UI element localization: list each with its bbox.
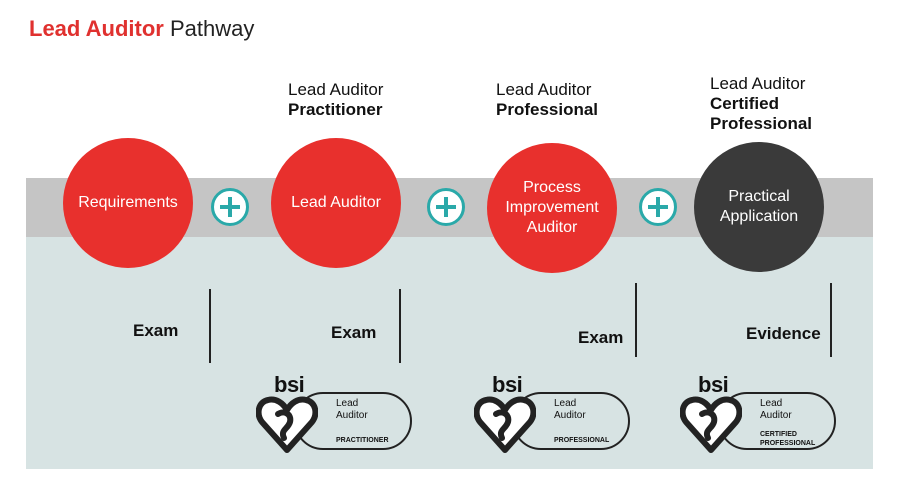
stage-label-exam: Exam	[133, 321, 179, 340]
circle-requirements: Requirements	[63, 138, 193, 268]
bsi-logo-text: bsi	[492, 372, 523, 397]
heading-line1: Lead Auditor	[496, 80, 592, 99]
heading-line2: Professional	[496, 100, 599, 119]
circle-process-improvement-auditor: Process Improvement Auditor	[487, 143, 617, 273]
circle-label: Practical Application	[719, 188, 799, 225]
divider	[635, 283, 637, 357]
badge-line1: Lead	[760, 398, 783, 409]
heading-line2: Certified Professional	[710, 94, 813, 133]
bsi-logo-text: bsi	[274, 372, 305, 397]
divider	[399, 289, 401, 363]
stage-label-exam: Exam	[331, 323, 377, 342]
badge-level: PRACTITIONER	[336, 437, 389, 444]
badge-line1: Lead	[336, 398, 359, 409]
bsi-badge-certified-professional: bsi Lead Auditor CERTIFIED PROFESSIONAL	[680, 372, 840, 456]
badge-line2: Auditor	[336, 410, 368, 421]
heading-certified-professional: Lead Auditor Certified Professional	[710, 74, 830, 134]
bsi-kitemark-icon	[680, 396, 742, 453]
bsi-logo-text: bsi	[698, 372, 729, 397]
bsi-kitemark-icon	[256, 396, 318, 453]
circle-label: Requirements	[78, 194, 178, 211]
title-bold: Lead Auditor	[29, 16, 164, 41]
plus-icon	[427, 188, 465, 226]
circle-practical-application: Practical Application	[694, 142, 824, 272]
divider	[830, 283, 832, 357]
heading-line1: Lead Auditor	[710, 74, 806, 93]
heading-line2: Practitioner	[288, 100, 383, 119]
badge-level: PROFESSIONAL	[554, 437, 610, 444]
heading-practitioner: Lead Auditor Practitioner	[288, 80, 383, 120]
heading-line1: Lead Auditor	[288, 80, 384, 99]
plus-icon	[639, 188, 677, 226]
circle-label: Lead Auditor	[291, 194, 381, 211]
badge-line1: Lead	[554, 398, 577, 409]
circle-label: Process Improvement Auditor	[505, 179, 599, 236]
badge-line2: Auditor	[554, 410, 586, 421]
bsi-badge-professional: bsi Lead Auditor PROFESSIONAL	[474, 372, 634, 456]
stage-label-evidence: Evidence	[746, 324, 821, 343]
bsi-kitemark-icon	[474, 396, 536, 453]
circle-lead-auditor: Lead Auditor	[271, 138, 401, 268]
divider	[209, 289, 211, 363]
badge-line2: Auditor	[760, 410, 792, 421]
bsi-badge-practitioner: bsi Lead Auditor PRACTITIONER	[256, 372, 416, 456]
page-title: Lead Auditor Pathway	[29, 16, 254, 42]
heading-professional: Lead Auditor Professional	[496, 80, 598, 120]
plus-icon	[211, 188, 249, 226]
badge-level: CERTIFIED PROFESSIONAL	[760, 431, 816, 447]
title-light: Pathway	[169, 16, 255, 41]
stage-label-exam: Exam	[578, 328, 624, 347]
